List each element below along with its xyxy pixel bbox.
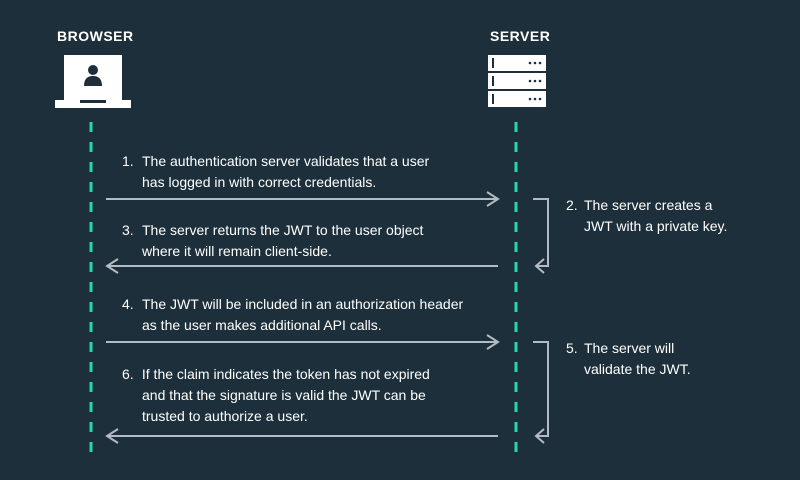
step-5-self-arrow	[533, 341, 549, 444]
step-4-line-1: The JWT will be included in an authoriza…	[142, 296, 464, 312]
step-2-number: 2.	[566, 197, 578, 213]
step-4-arrow	[106, 334, 500, 350]
step-2-line-1: The server creates a	[584, 197, 713, 213]
step-3-line-2: where it will remain client-side.	[142, 243, 332, 259]
server-label: SERVER	[490, 28, 551, 44]
step-2-self-arrow	[533, 198, 549, 274]
step-1-number: 1.	[122, 153, 134, 169]
step-4-line-2: as the user makes additional API calls.	[142, 317, 382, 333]
step-1-arrow	[106, 191, 500, 207]
step-4-number: 4.	[122, 296, 134, 312]
step-5-line-1: The server will	[584, 340, 675, 356]
step-1-line-2: has logged in with correct credentials.	[142, 174, 377, 190]
server-rack-icon	[488, 55, 546, 107]
step-5-line-2: validate the JWT.	[584, 361, 691, 377]
step-6-number: 6.	[122, 366, 134, 382]
step-3-arrow	[105, 258, 498, 274]
step-6-line-1: If the claim indicates the token has not…	[138, 366, 430, 382]
step-6-line-3: trusted to authorize a user.	[142, 408, 308, 424]
step-3-number: 3.	[122, 222, 134, 238]
step-6-line-2: and that the signature is valid the JWT …	[142, 387, 426, 403]
step-2-line-2: JWT with a private key.	[584, 218, 728, 234]
browser-label: BROWSER	[57, 28, 134, 44]
step-3-line-1: The server returns the JWT to the user o…	[142, 222, 424, 238]
laptop-user-icon	[55, 55, 131, 108]
step-6-arrow	[105, 428, 498, 444]
step-5-number: 5.	[566, 340, 578, 356]
step-1-line-1: The authentication server validates that…	[142, 153, 430, 169]
